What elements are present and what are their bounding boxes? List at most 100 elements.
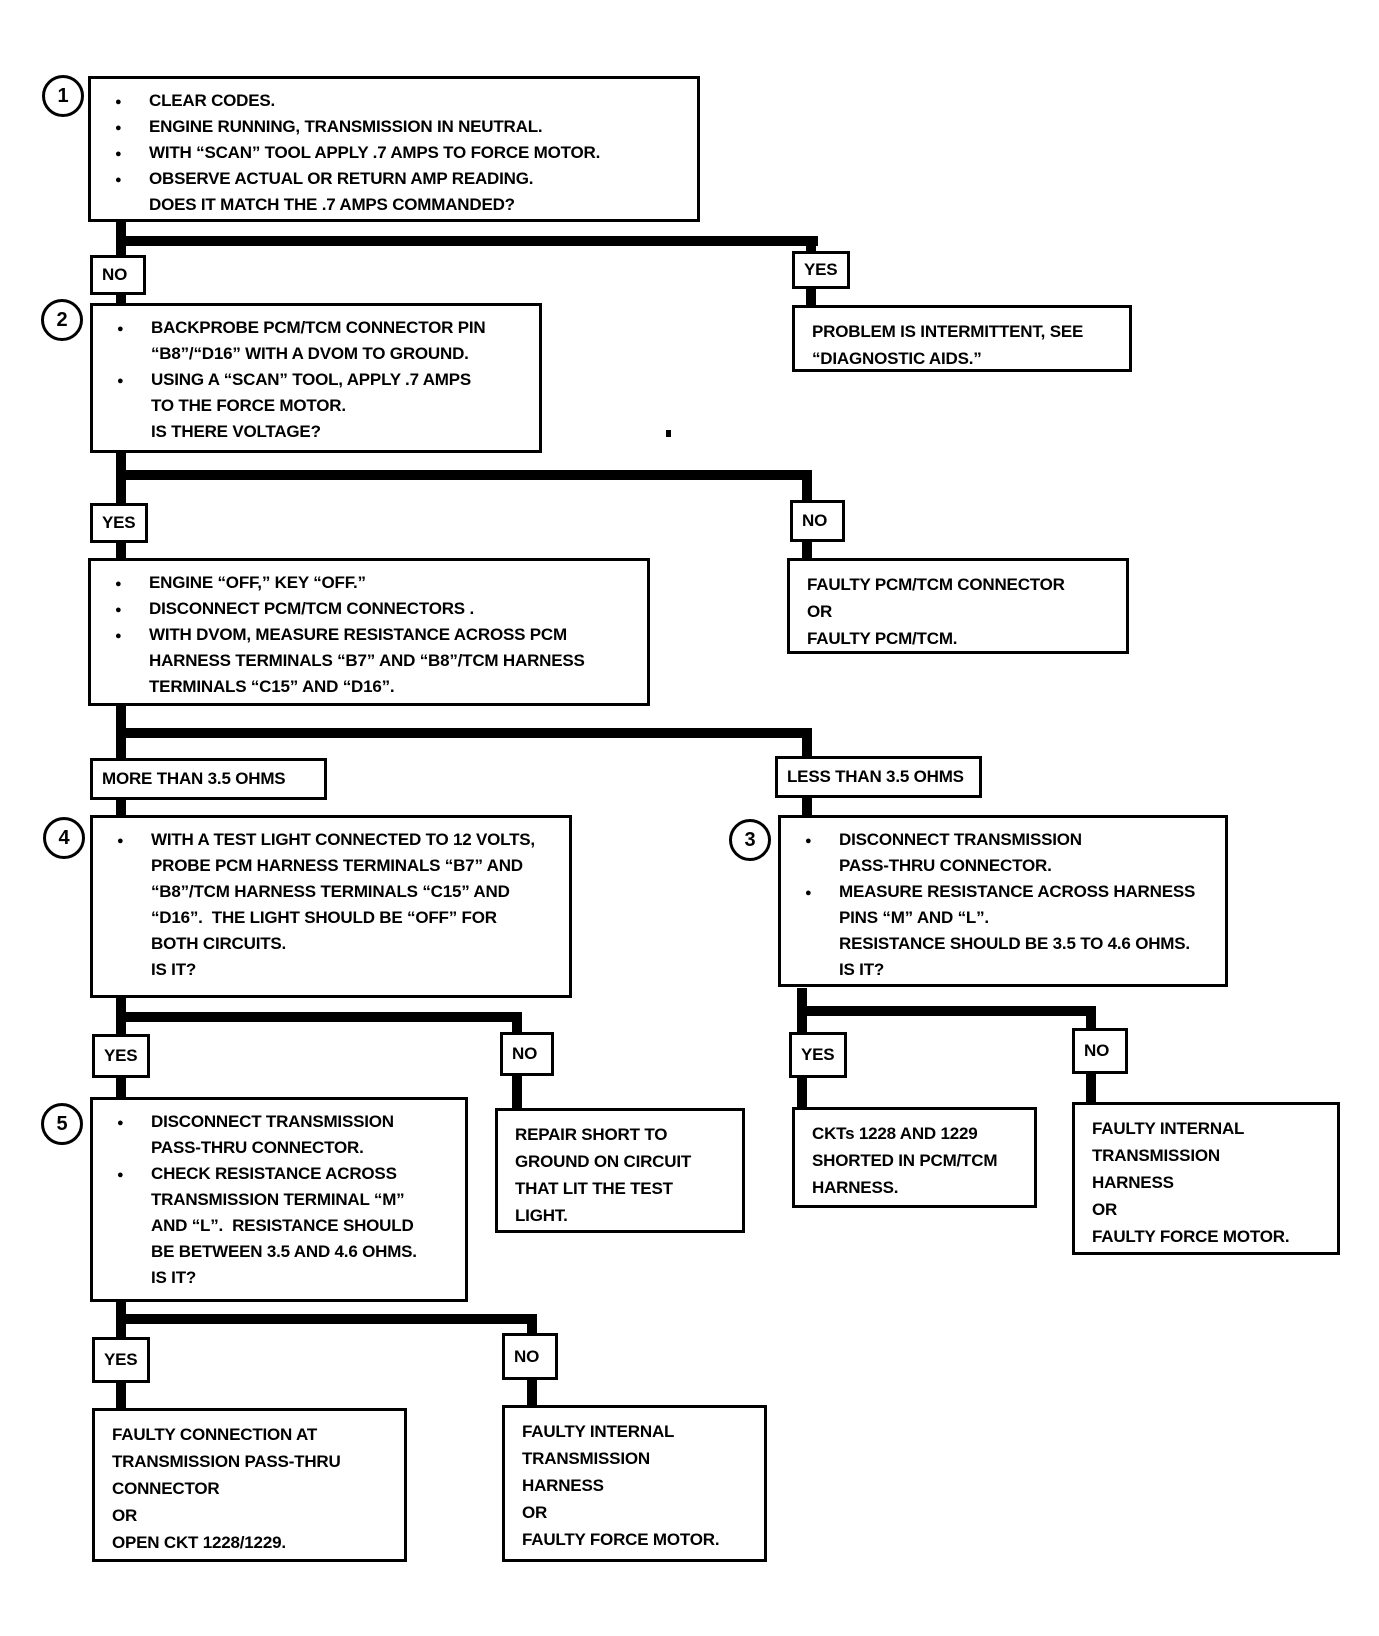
- label-yes-3: YES: [92, 1034, 150, 1078]
- text-line: PROBLEM IS INTERMITTENT, SEE: [812, 322, 1084, 341]
- step1-box: ● CLEAR CODES. ● ENGINE RUNNING, TRANSMISSI…: [88, 76, 700, 222]
- text-line: TO THE FORCE MOTOR.: [151, 396, 346, 415]
- bullet-icon: ●: [115, 122, 122, 134]
- text-line: PASS-THRU CONNECTOR.: [839, 856, 1052, 875]
- text-line: TRANSMISSION: [522, 1449, 650, 1468]
- bullet-text: WITH DVOM, MEASURE RESISTANCE ACROSS PCM: [149, 625, 567, 644]
- bullet-icon: ●: [115, 96, 122, 108]
- text-line: FAULTY INTERNAL: [522, 1422, 675, 1441]
- connector-line: [116, 470, 812, 480]
- text-line: OPEN CKT 1228/1229.: [112, 1533, 286, 1552]
- label-no-2: NO: [790, 500, 845, 542]
- connector-line: [116, 800, 126, 815]
- bullet-icon: ●: [117, 375, 124, 387]
- connector-line: [802, 470, 812, 500]
- bullet-line: ●WITH A TEST LIGHT CONNECTED TO 12 VOLTS…: [93, 827, 561, 853]
- bullet-line: ● DISCONNECT TRANSMISSION: [781, 827, 1217, 853]
- text-line: IS IT?: [151, 960, 197, 979]
- text-line: LIGHT.: [515, 1206, 568, 1225]
- text-line: FAULTY INTERNAL: [1092, 1119, 1245, 1138]
- bullet-line: ●DISCONNECT TRANSMISSION: [93, 1109, 457, 1135]
- text-line: OR: [522, 1503, 548, 1522]
- connector-line: [527, 1314, 537, 1333]
- connector-line: [116, 294, 126, 304]
- text-line: IS IT?: [839, 960, 885, 979]
- step4-box: ●WITH A TEST LIGHT CONNECTED TO 12 VOLTS…: [90, 815, 572, 998]
- connector-line: [802, 798, 812, 815]
- bullet-line: ●ENGINE “OFF,” KEY “OFF.”: [91, 570, 639, 596]
- text-line: HARNESS: [522, 1476, 604, 1495]
- bullet-icon: ●: [117, 1117, 124, 1129]
- bullet-text: DISCONNECT TRANSMISSION: [839, 830, 1082, 849]
- bullet-text: CLEAR CODES.: [149, 91, 276, 110]
- step-number-circle-1: 1: [42, 75, 84, 117]
- text-line: “D16”. THE LIGHT SHOULD BE “OFF” FOR: [151, 908, 497, 927]
- text-line: FAULTY FORCE MOTOR.: [1092, 1227, 1290, 1246]
- text-line: HARNESS: [1092, 1173, 1174, 1192]
- text-line: CONNECTOR: [112, 1479, 220, 1498]
- bullet-text: CHECK RESISTANCE ACROSS: [151, 1164, 397, 1183]
- text-line: “DIAGNOSTIC AIDS.”: [812, 349, 982, 368]
- text-line: TRANSMISSION: [1092, 1146, 1220, 1165]
- connector-line: [512, 1076, 522, 1108]
- bullet-text: ENGINE RUNNING, TRANSMISSION IN NEUTRAL.: [149, 117, 543, 136]
- bullet-line: ●DISCONNECT PCM/TCM CONNECTORS .: [91, 596, 639, 622]
- bullet-icon: ●: [805, 835, 812, 847]
- label-no-5: NO: [502, 1333, 558, 1380]
- step-number-circle-3: 3: [729, 819, 771, 861]
- label-more-than-3-5-ohms: MORE THAN 3.5 OHMS: [90, 758, 327, 800]
- text-line: TERMINALS “C15” AND “D16”.: [149, 677, 395, 696]
- text-line: OR: [807, 602, 833, 621]
- step-number-circle-4: 4: [43, 817, 85, 859]
- bullet-icon: ●: [805, 887, 812, 899]
- connector-line: [527, 1380, 537, 1405]
- text-line: OR: [112, 1506, 138, 1525]
- connector-line: [1086, 1074, 1096, 1102]
- text-line: SHORTED IN PCM/TCM: [812, 1151, 998, 1170]
- bullet-text: MEASURE RESISTANCE ACROSS HARNESS: [839, 882, 1196, 901]
- bullet-text: BACKPROBE PCM/TCM CONNECTOR PIN: [151, 318, 486, 337]
- bullet-icon: ●: [117, 1169, 124, 1181]
- label-no-3: NO: [500, 1032, 554, 1076]
- text-line: HARNESS TERMINALS “B7” AND “B8”/TCM HARN…: [149, 651, 585, 670]
- text-line: AND “L”. RESISTANCE SHOULD: [151, 1216, 414, 1235]
- connector-line: [116, 1078, 126, 1097]
- text-line: TRANSMISSION TERMINAL “M”: [151, 1190, 405, 1209]
- label-yes-2: YES: [90, 503, 148, 543]
- text-line: CKTs 1228 AND 1229: [812, 1124, 978, 1143]
- connector-line: [116, 728, 812, 738]
- text-line: FAULTY PCM/TCM.: [807, 629, 958, 648]
- connector-line: [797, 1078, 807, 1107]
- bullet-icon: ●: [117, 323, 124, 335]
- connector-line: [116, 1314, 537, 1324]
- text-line: PROBE PCM HARNESS TERMINALS “B7” AND: [151, 856, 523, 875]
- faulty-internal-harness-right-box: FAULTY INTERNAL TRANSMISSION HARNESS OR FAUL…: [1072, 1102, 1340, 1255]
- text-line: “B8”/TCM HARNESS TERMINALS “C15” AND: [151, 882, 510, 901]
- text-line: “B8”/“D16” WITH A DVOM TO GROUND.: [151, 344, 469, 363]
- bullet-line: ●WITH DVOM, MEASURE RESISTANCE ACROSS PC…: [91, 622, 639, 648]
- bullet-text: USING A “SCAN” TOOL, APPLY .7 AMPS: [151, 370, 472, 389]
- bullet-line: ● USING A “SCAN” TOOL, APPLY .7 AMPS: [93, 367, 531, 393]
- text-line: IS THERE VOLTAGE?: [151, 422, 321, 441]
- bullet-line: ● CLEAR CODES.: [91, 88, 689, 114]
- connector-line: [806, 236, 816, 255]
- bullet-line: ● CHECK RESISTANCE ACROSS: [93, 1161, 457, 1187]
- connector-line: [802, 542, 812, 558]
- text-line: FAULTY CONNECTION AT: [112, 1425, 318, 1444]
- text-line: PASS-THRU CONNECTOR.: [151, 1138, 364, 1157]
- bullet-icon: ●: [117, 835, 124, 847]
- step2-box: ● BACKPROBE PCM/TCM CONNECTOR PIN “B8”/“D1…: [90, 303, 542, 453]
- label-yes-1: YES: [792, 251, 850, 289]
- text-line: OR: [1092, 1200, 1118, 1219]
- connector-line: [116, 1012, 522, 1022]
- text-line: PINS “M” AND “L”.: [839, 908, 989, 927]
- text-line: HARNESS.: [812, 1178, 899, 1197]
- bullet-icon: ●: [115, 604, 122, 616]
- scan-artifact-dot: [666, 430, 671, 437]
- text-line: REPAIR SHORT TO: [515, 1125, 668, 1144]
- step3-box: ● DISCONNECT TRANSMISSION PASS-THRU CONNEC…: [778, 815, 1228, 987]
- step-number-circle-2: 2: [41, 299, 83, 341]
